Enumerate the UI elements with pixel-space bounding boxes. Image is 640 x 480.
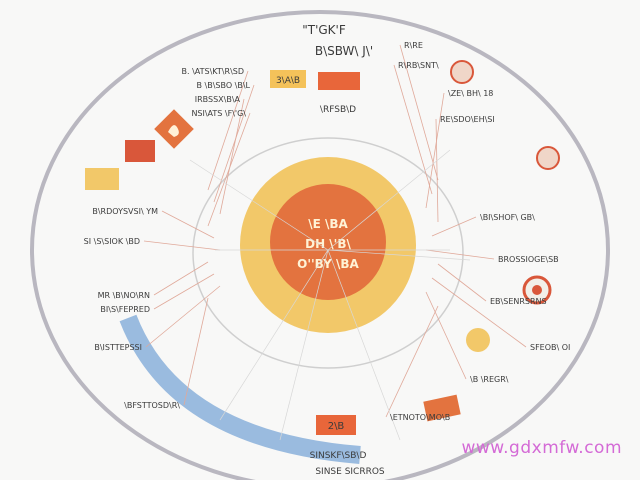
spoke-line [279,249,329,441]
spoke-line [431,216,477,237]
spoke-line [385,305,439,418]
spoke-line [437,263,487,302]
right-label: \ETNOTO\MO\B [390,413,450,422]
left-label: B\RDOYSVSI\ YM [92,207,158,216]
outer-ring [30,10,610,480]
spoke-line [153,261,209,296]
hub-line-3: O''BY \BA [297,257,359,271]
spoke-line [431,277,527,348]
chart-icon [423,328,490,422]
spoke-line [213,84,255,203]
left-label: B\ISTTEPSSI [94,343,142,352]
spoke-line [143,240,221,251]
spoke-line [207,70,249,191]
hub-inner [270,184,386,300]
bottom-tag-text: 2\B [328,421,345,432]
target-icon [450,60,560,305]
right-label: \B \REGR\ [470,375,509,384]
right-label: R\RB\SNT\ [398,61,439,70]
top-tag-text: 3\A\B [276,76,300,86]
spoke-line [183,297,209,406]
spoke-line [327,249,471,261]
spoke-line [153,273,215,310]
footer-text: SINSE SICRROS [315,467,385,477]
right-label: EB\SENRSRNS [490,297,547,306]
spoke-line [161,210,215,239]
left-labels: B. \ATS\KT\R\SD B \B\SBO \B\L IRBSSX\B\A NS… [84,67,251,410]
right-labels: R\RE R\RB\SNT\ \ZE\ BH\ 18 RE\SDO\EH\SI \BI\… [390,41,570,422]
spoke-line [207,112,251,227]
right-label: \BI\SHOF\ GB\ [480,213,535,222]
left-label: \BFSTTOSD\R\ [124,401,180,410]
spoke-line [327,149,451,251]
header-line-2: B\SBW\ J\' [315,44,373,58]
right-label: \ZE\ BH\ 18 [448,89,493,98]
spoke-line [425,291,467,380]
left-label: BI\S\FEPRED [100,305,150,314]
right-label: BROSSIOGE\SB [498,255,559,264]
left-label: NSI\ATS \F\'G\ [191,109,246,118]
hub-line-1: \E \BA [308,217,348,231]
spoke-line [425,92,445,209]
middle-ring [192,137,464,369]
hub-line-2: DH \'B\ [305,237,351,251]
top-sub-text: \RFSB\D [320,105,356,115]
left-label: IRBSSX\B\A [195,95,241,104]
right-label: SFEOB\ OI [530,343,570,352]
flame-icon [154,109,194,149]
left-label: B \B\SBO \B\L [196,81,250,90]
top-tag-box [270,70,306,88]
spoke-line [399,44,439,181]
spoke-line [189,159,329,251]
spoke-line [327,249,401,441]
spoke-line [219,249,329,421]
spoke-line [435,118,439,223]
left-label: B. \ATS\KT\R\SD [182,67,244,76]
spoke-line [145,285,221,348]
spoke-line [393,64,433,195]
blue-arc [119,314,361,464]
spoke-line [219,98,245,215]
bottom-tag-box [316,415,356,435]
left-label: SI \S\SIOK \BD [84,237,140,246]
watermark: www.gdxmfw.com [461,438,622,458]
spoke-line [425,249,495,260]
left-label: MR \B\NO\RN [98,291,150,300]
right-label: R\RE [404,41,423,50]
top-red-box [318,72,360,90]
gear-icon [85,140,155,190]
right-label: RE\SDO\EH\SI [440,115,495,124]
spokes [143,44,527,441]
header-line-1: "T'GK'F [302,23,346,37]
bottom-sub-text: SINSKF\SB\D [310,451,367,461]
